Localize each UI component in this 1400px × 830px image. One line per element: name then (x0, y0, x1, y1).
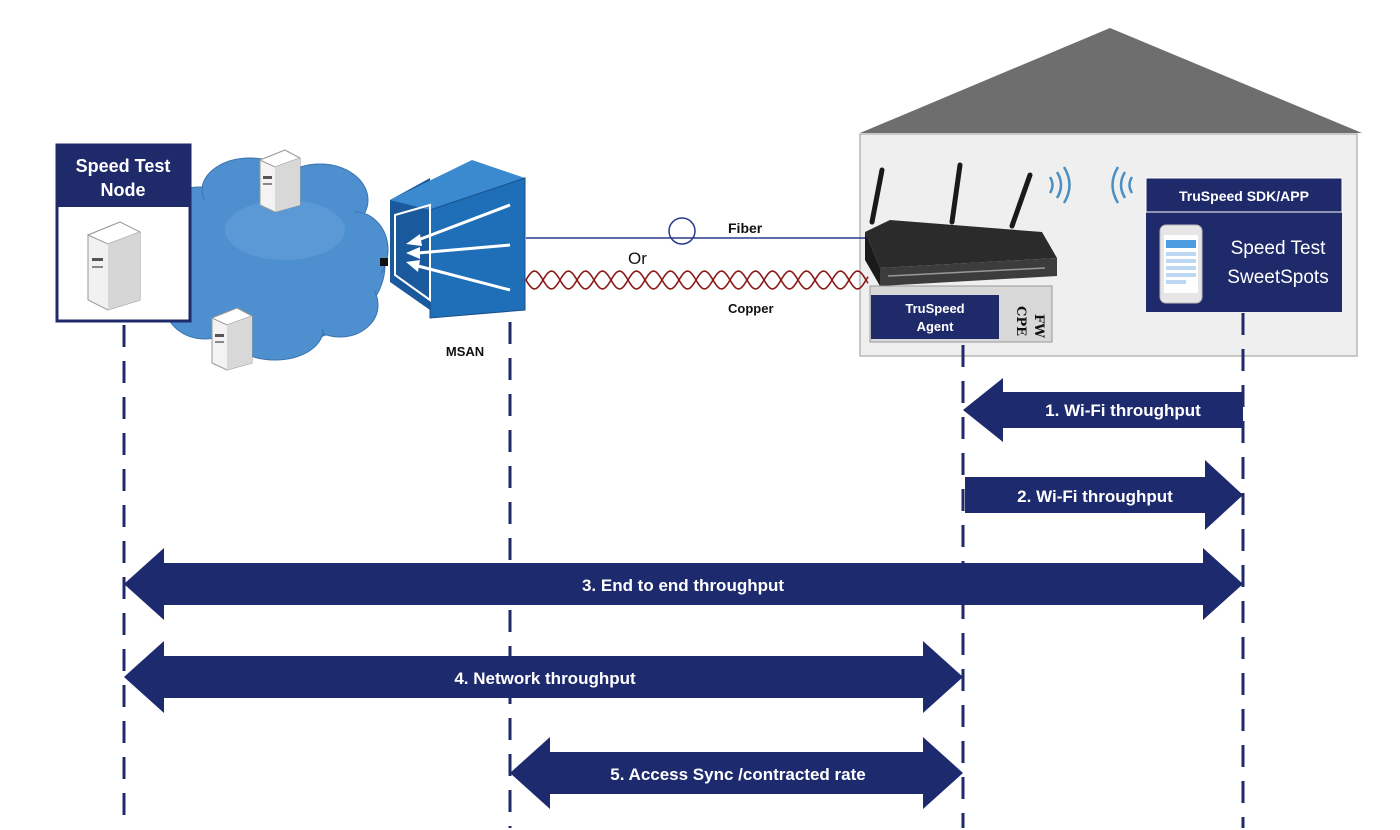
house-roof (860, 28, 1362, 133)
copper-wire-2 (525, 270, 869, 290)
msan-label: MSAN (446, 344, 484, 359)
copper-wire-1 (525, 270, 869, 290)
speed-test-node: Speed Test Node (55, 143, 192, 323)
arrow-network-label: 4. Network throughput (454, 669, 636, 688)
arrow-wifi-2-label: 2. Wi-Fi throughput (1017, 487, 1173, 506)
truspeed-app-line2: SweetSpots (1227, 267, 1328, 288)
fiber-loop-icon (668, 217, 696, 245)
cpe-label: CPE (1013, 306, 1028, 336)
arrow-end-to-end: 3. End to end throughput (124, 548, 1243, 620)
phone-icon (1159, 224, 1203, 304)
speed-test-node-title-line2: Node (101, 180, 146, 200)
arrow-access-sync-label: 5. Access Sync /contracted rate (610, 765, 865, 784)
arrow-wifi-2: 2. Wi-Fi throughput (965, 460, 1243, 530)
arrow-access-sync: 5. Access Sync /contracted rate (510, 737, 963, 809)
truspeed-app-header (1145, 177, 1343, 213)
wifi-waves-device-icon (1111, 166, 1134, 204)
cloud-server-top (258, 149, 302, 213)
fiber-label: Fiber (728, 220, 763, 236)
server-icon (86, 221, 142, 311)
speed-test-node-title-line1: Speed Test (76, 156, 171, 176)
truspeed-agent-box (871, 295, 999, 339)
wifi-waves-router-icon (1048, 166, 1071, 204)
arrow-network: 4. Network throughput (124, 641, 963, 713)
truspeed-app-title: TruSpeed SDK/APP (1179, 188, 1309, 204)
arrow-wifi-1: 1. Wi-Fi throughput (963, 378, 1243, 442)
truspeed-app: TruSpeed SDK/APP Speed Test SweetSpots (1145, 177, 1343, 312)
cloud-msan-connector (380, 258, 388, 266)
cloud-server-bottom (210, 307, 254, 371)
speed-test-node-header (57, 145, 190, 207)
arrow-wifi-1-label: 1. Wi-Fi throughput (1045, 401, 1201, 420)
fiber-link (526, 217, 868, 245)
truspeed-agent-line2: Agent (917, 319, 955, 334)
copper-link (525, 270, 869, 290)
arrow-end-to-end-label: 3. End to end throughput (582, 576, 784, 595)
copper-label: Copper (728, 301, 774, 316)
or-label: Or (628, 249, 647, 268)
truspeed-app-line1: Speed Test (1231, 238, 1326, 259)
fw-label: FW (1031, 314, 1046, 338)
msan-device (390, 160, 526, 319)
truspeed-agent-line1: TruSpeed (905, 301, 964, 316)
